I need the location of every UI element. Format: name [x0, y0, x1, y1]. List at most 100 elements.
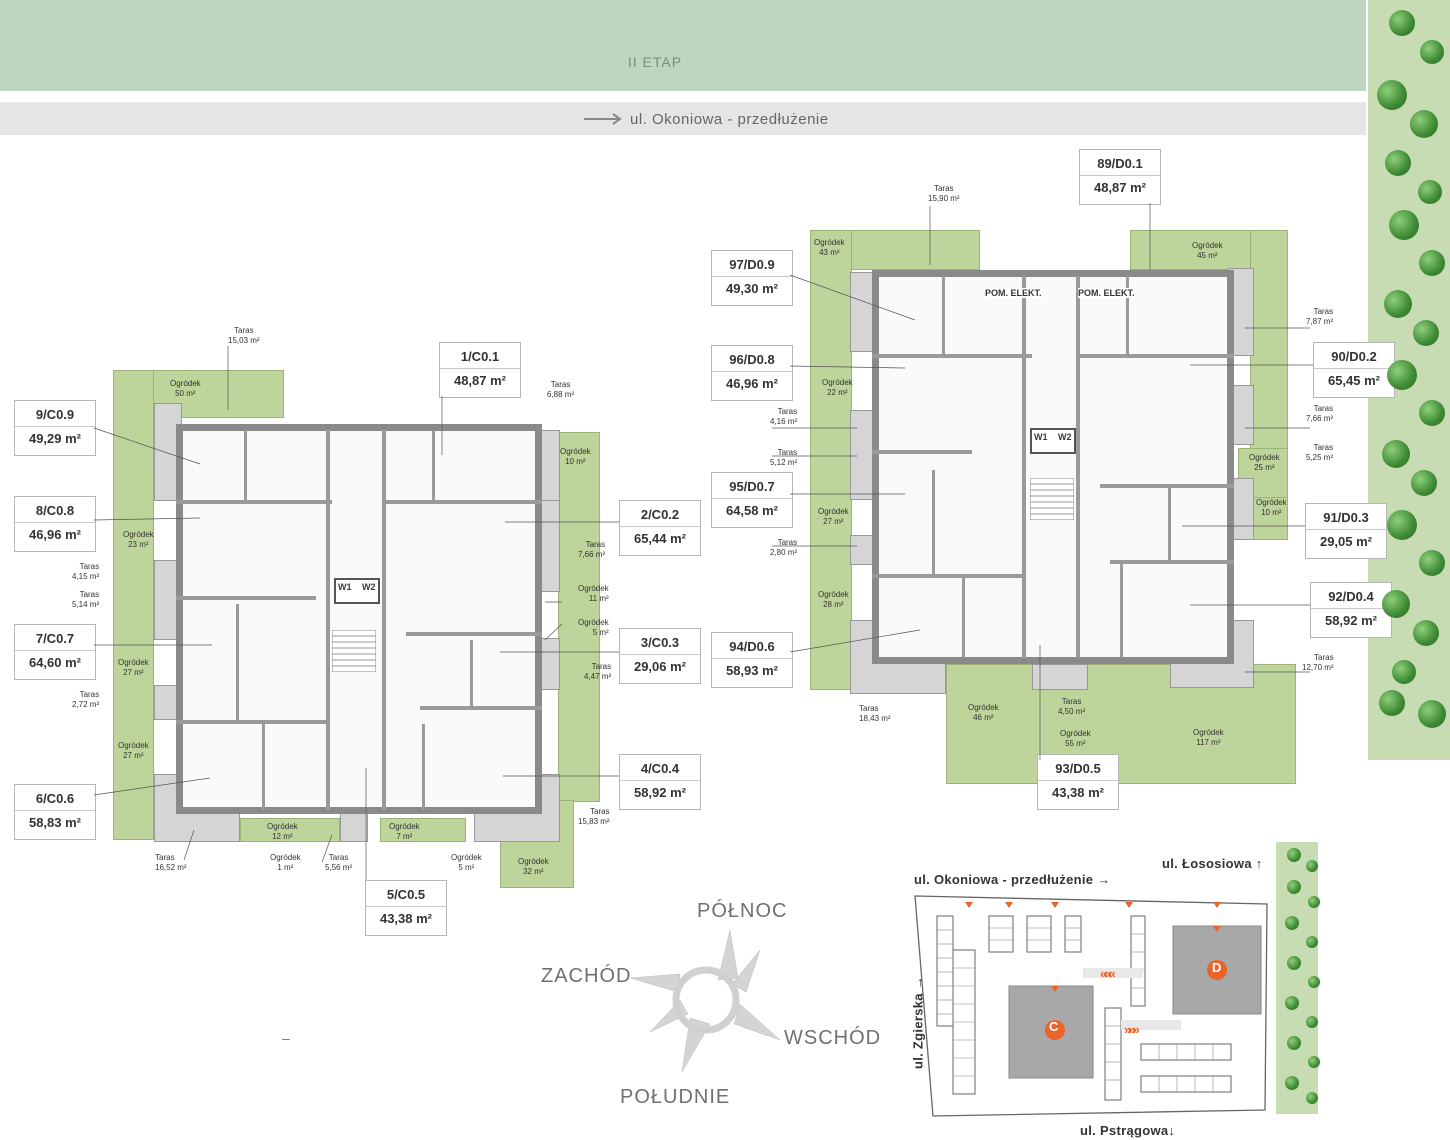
tree-icon: [1285, 1076, 1299, 1090]
tree-icon: [1287, 848, 1301, 862]
tree-icon: [1377, 80, 1407, 110]
street-bottom: ul. Pstrągowa↓: [1080, 1123, 1176, 1138]
tree-icon: [1420, 40, 1444, 64]
tree-icon: [1389, 210, 1419, 240]
site-arrows-left: «««: [1100, 966, 1116, 981]
garden-area: [558, 432, 600, 802]
lift-label: W1: [1034, 432, 1048, 442]
etap-label: II ETAP: [627, 54, 683, 70]
room-label: POM. ELEKT.: [985, 288, 1042, 298]
lift-label: W2: [1058, 432, 1072, 442]
tree-icon: [1285, 996, 1299, 1010]
tree-icon: [1385, 150, 1411, 176]
tree-icon: [1413, 320, 1439, 346]
site-arrows-right: »»»: [1124, 1022, 1140, 1037]
garden-area: [810, 230, 852, 690]
compass-north: PÓŁNOC: [697, 900, 788, 922]
tree-icon: [1392, 660, 1416, 684]
site-building-c: C: [1049, 1019, 1059, 1034]
tree-icon: [1306, 1092, 1318, 1104]
site-building-d: D: [1212, 960, 1222, 975]
tree-icon: [1387, 360, 1417, 390]
tree-icon: [1379, 690, 1405, 716]
tree-icon: [1285, 916, 1299, 930]
floor-plan-c: [176, 424, 542, 814]
tree-icon: [1419, 400, 1445, 426]
tree-icon: [1306, 1016, 1318, 1028]
tree-icon: [1413, 620, 1439, 646]
site-map: [914, 895, 1268, 1117]
terrace-area: [1032, 664, 1088, 690]
garden-area: [113, 370, 154, 840]
tree-icon: [1389, 10, 1415, 36]
tree-icon: [1410, 110, 1438, 138]
arrow-right-icon: [584, 113, 622, 125]
etap-banner: [0, 0, 1366, 91]
room-label: POM. ELEKT.: [1078, 288, 1135, 298]
tree-icon: [1419, 250, 1445, 276]
floor-plan-d: [872, 270, 1234, 664]
garden-area: [380, 818, 466, 842]
stairs-icon: [332, 630, 376, 672]
tree-icon: [1287, 956, 1301, 970]
tree-icon: [1306, 936, 1318, 948]
tree-icon: [1384, 290, 1412, 318]
tree-icon: [1418, 180, 1442, 204]
tree-icon: [1308, 976, 1320, 988]
tree-icon: [1308, 1056, 1320, 1068]
tree-icon: [1287, 1036, 1301, 1050]
tree-icon: [1387, 510, 1417, 540]
tree-icon: [1382, 590, 1410, 618]
street-banner: [0, 102, 1366, 135]
